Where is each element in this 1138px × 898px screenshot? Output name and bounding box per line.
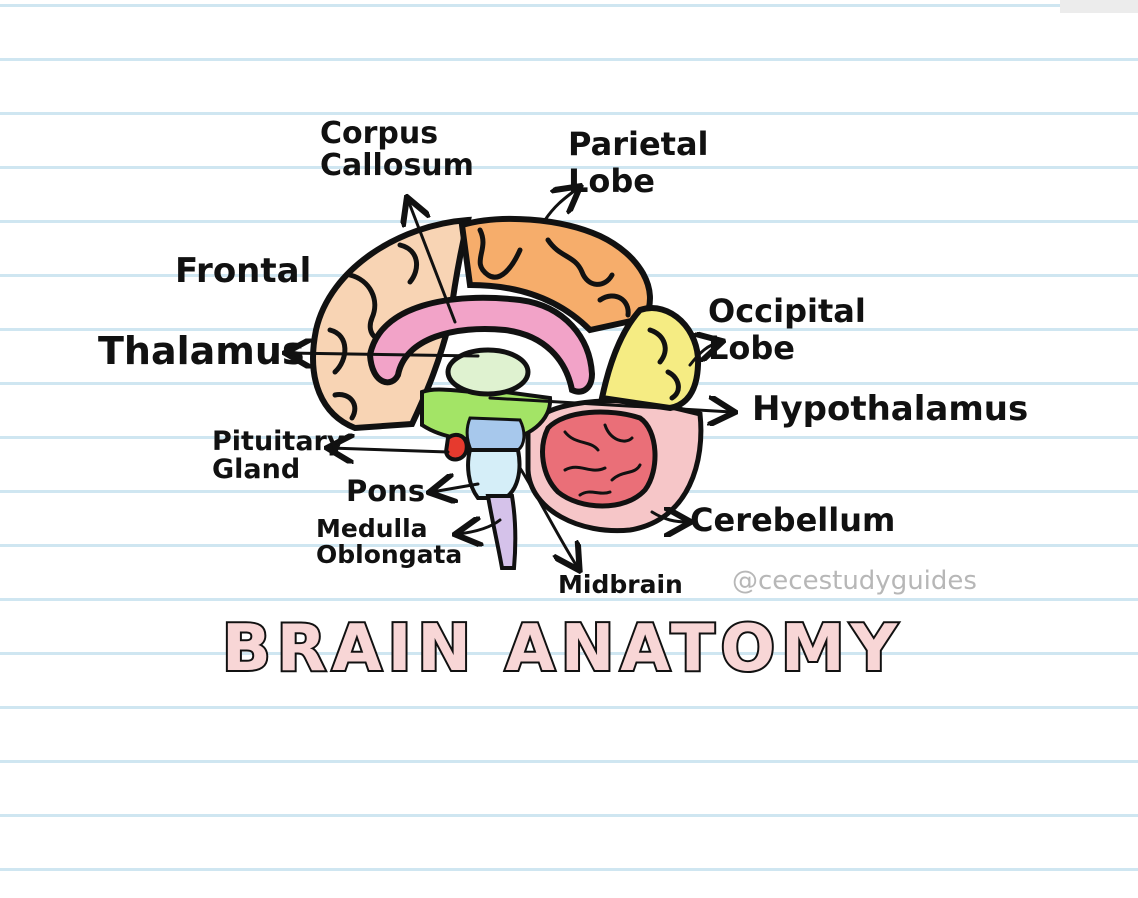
label-pons: Pons <box>346 474 426 508</box>
pointer-pituitary <box>330 448 450 452</box>
pointer-corpus-callosum <box>408 200 457 324</box>
midbrain-region <box>465 416 526 454</box>
pointer-lines <box>288 188 732 568</box>
label-cerebellum: Cerebellum <box>690 501 896 539</box>
pointer-cerebellum <box>650 512 688 522</box>
corner-tab <box>1060 0 1138 13</box>
medulla-region <box>485 494 518 570</box>
parietal-lobe-region <box>458 215 653 334</box>
label-midbrain: Midbrain <box>558 570 683 599</box>
pointer-occipital-lobe <box>688 342 720 367</box>
label-pituitary-gland: Pituitary Gland <box>212 426 345 486</box>
label-parietal-lobe: Parietal Lobe <box>568 125 709 200</box>
watermark-handle: @cecestudyguides <box>732 566 977 596</box>
pointer-medulla <box>458 520 502 534</box>
pointer-pons <box>432 484 480 492</box>
page-title: BRAIN ANATOMY <box>220 610 903 688</box>
pons-region <box>466 448 522 500</box>
corpus-callosum-region <box>366 294 596 395</box>
label-thalamus: Thalamus <box>98 329 305 373</box>
cerebellum-folds <box>563 423 642 497</box>
label-medulla-oblongata: Medulla Oblongata <box>316 514 463 570</box>
thalamus-region <box>445 347 531 397</box>
pituitary-gland-region <box>443 432 469 462</box>
label-occipital-lobe: Occipital Lobe <box>708 292 866 367</box>
occipital-lobe-region <box>598 305 702 412</box>
label-hypothalamus: Hypothalamus <box>752 389 1029 429</box>
label-corpus-callosum: Corpus Callosum <box>320 116 474 183</box>
pointer-hypothalamus <box>488 398 732 412</box>
pointer-parietal-lobe <box>543 188 578 222</box>
pointer-midbrain <box>518 466 578 568</box>
pointer-thalamus <box>288 353 480 356</box>
cerebellum-inner <box>540 409 658 509</box>
label-frontal: Frontal <box>175 251 312 291</box>
